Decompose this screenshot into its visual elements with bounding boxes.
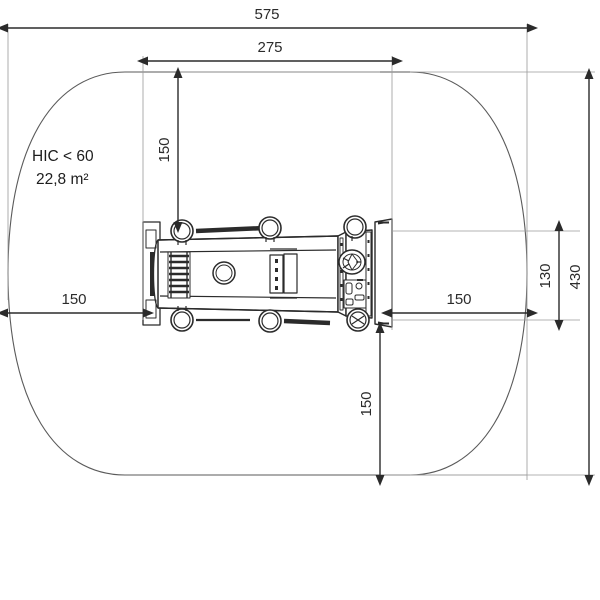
grab-ring-handles-top: [170, 215, 367, 245]
dimension-label-top-150: 150: [156, 137, 173, 162]
left-mount-bracket: [142, 221, 161, 326]
dimension-label-430: 430: [567, 264, 584, 289]
equipment-group: [142, 215, 393, 333]
dimension-label-575: 575: [254, 6, 279, 23]
dimension-overall-height-430: 430: [567, 68, 594, 486]
dimension-clearance-right-150: 150: [381, 291, 538, 318]
dimension-label-right-150: 150: [446, 291, 471, 308]
mid-hinge-plates: [269, 248, 298, 299]
center-boss: [212, 261, 236, 285]
hic-annotation-group: HIC < 60 22,8 m²: [32, 148, 94, 188]
grab-ring-handles-bottom: [170, 306, 370, 333]
dimension-label-bottom-150: 150: [358, 391, 375, 416]
dimension-label-left-150: 150: [61, 291, 86, 308]
backrest-panel: [374, 218, 393, 328]
dimension-overall-width-575: 575: [0, 6, 538, 33]
dimension-clearance-top-150: 150: [156, 67, 183, 233]
steering-wheel: [338, 249, 366, 275]
control-panel: [343, 279, 367, 309]
dimension-equipment-width-275: 275: [137, 39, 403, 66]
area-label: 22,8 m²: [36, 171, 89, 188]
dimension-label-275: 275: [257, 39, 282, 56]
hic-label: HIC < 60: [32, 148, 94, 165]
dimension-clearance-left-150: 150: [0, 291, 154, 318]
dimension-clearance-bottom-150: 150: [358, 322, 385, 486]
dimension-equipment-height-130: 130: [537, 220, 564, 331]
extension-lines: [7, 24, 595, 480]
dimension-label-130: 130: [537, 263, 554, 288]
spring-coil-detail: [167, 251, 191, 299]
dashboard-section: [337, 229, 373, 319]
